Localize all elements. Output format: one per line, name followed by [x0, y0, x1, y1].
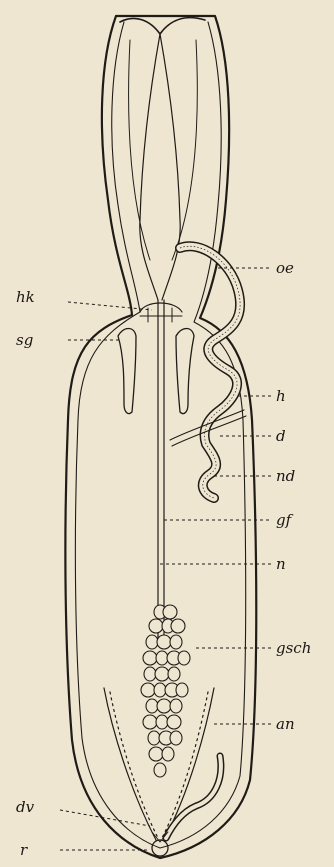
gonad-lobule	[168, 667, 180, 681]
gonad-lobule	[157, 699, 171, 713]
label-an: an	[276, 715, 295, 733]
label-gsch: gsch	[276, 639, 311, 657]
label-nd: nd	[276, 467, 295, 485]
label-hk: hk	[16, 288, 35, 306]
label-gf: gf	[276, 511, 294, 529]
gonad-lobule	[171, 619, 185, 633]
gonad-lobule	[178, 651, 190, 665]
gonad-lobule	[154, 683, 166, 697]
gonad-lobule	[155, 667, 169, 681]
gonad-lobule	[143, 651, 157, 665]
gonad-lobule	[176, 683, 188, 697]
gonad-lobule	[163, 605, 177, 619]
label-h: h	[276, 387, 286, 405]
gonad-lobule	[144, 667, 156, 681]
gonad-lobule	[156, 651, 168, 665]
gonad-lobule	[167, 715, 181, 729]
gonad-lobule	[154, 763, 166, 777]
gonad-lobule	[149, 747, 163, 761]
gonad-lobule	[146, 699, 158, 713]
label-sg: sg	[16, 331, 33, 349]
label-n: n	[276, 555, 286, 573]
gonad-lobule	[170, 699, 182, 713]
gonad-lobule	[162, 747, 174, 761]
gonad-lobule	[156, 715, 168, 729]
gonad-lobule	[146, 635, 158, 649]
gonad-lobule	[143, 715, 157, 729]
label-oe: oe	[276, 259, 294, 277]
gonad-lobule	[170, 731, 182, 745]
gonad-lobule	[149, 619, 163, 633]
gonad-lobule	[141, 683, 155, 697]
label-dv: dv	[16, 798, 35, 816]
label-r: r	[20, 841, 28, 859]
gonad-lobule	[157, 635, 171, 649]
gonad-lobule	[148, 731, 160, 745]
label-d: d	[276, 427, 286, 445]
gonad-lobule	[170, 635, 182, 649]
